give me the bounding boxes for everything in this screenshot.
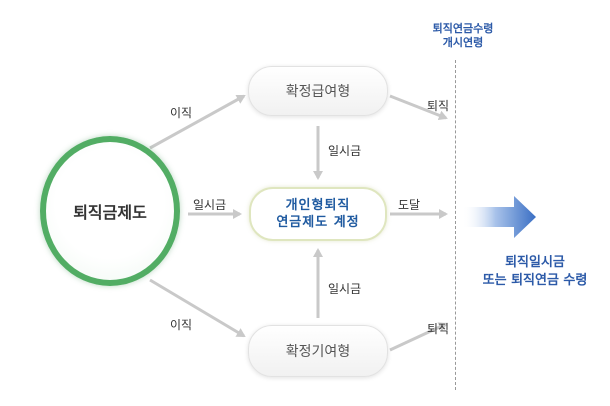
irp-account-node: 개인형퇴직 연금제도 계정	[249, 187, 387, 241]
result-text: 퇴직일시금 또는 퇴직연금 수령	[470, 254, 600, 290]
edge-label-to-db: 이직	[170, 106, 193, 120]
result-arrow-icon	[462, 196, 536, 238]
arrow-circle-to-db	[149, 94, 246, 150]
header-line-1: 퇴직연금수령	[432, 22, 494, 35]
header-line-2: 개시연령	[442, 36, 484, 49]
edge-label-to-irp: 일시금	[193, 198, 227, 212]
result-line-1: 퇴직일시금	[505, 255, 565, 270]
retirement-system-label: 퇴직금제도	[73, 203, 147, 222]
defined-contribution-label: 확정기여형	[285, 344, 351, 360]
arrow-circle-to-dc	[149, 278, 246, 338]
result-line-2: 또는 퇴직연금 수령	[482, 273, 588, 288]
edge-label-db-exit: 퇴직	[427, 99, 450, 113]
edge-label-db-to-irp: 일시금	[328, 144, 362, 158]
edge-label-to-dc: 이직	[170, 318, 193, 332]
edge-label-irp-exit: 도달	[398, 198, 421, 212]
irp-label-line-1: 개인형퇴직	[285, 198, 351, 213]
arrow-dc-exit	[389, 322, 448, 352]
retirement-system-node: 퇴직금제도	[40, 136, 180, 286]
defined-benefit-label: 확정급여형	[285, 84, 351, 100]
defined-benefit-node: 확정급여형	[248, 66, 388, 116]
irp-label-line-2: 연금제도 계정	[276, 215, 360, 230]
edge-label-dc-to-irp: 일시금	[328, 282, 362, 296]
age-divider-line	[455, 60, 456, 390]
edge-label-dc-exit: 퇴직	[427, 322, 450, 336]
pension-age-header: 퇴직연금수령 개시연령	[408, 22, 518, 50]
defined-contribution-node: 확정기여형	[248, 325, 388, 377]
arrow-db-exit	[389, 94, 448, 121]
